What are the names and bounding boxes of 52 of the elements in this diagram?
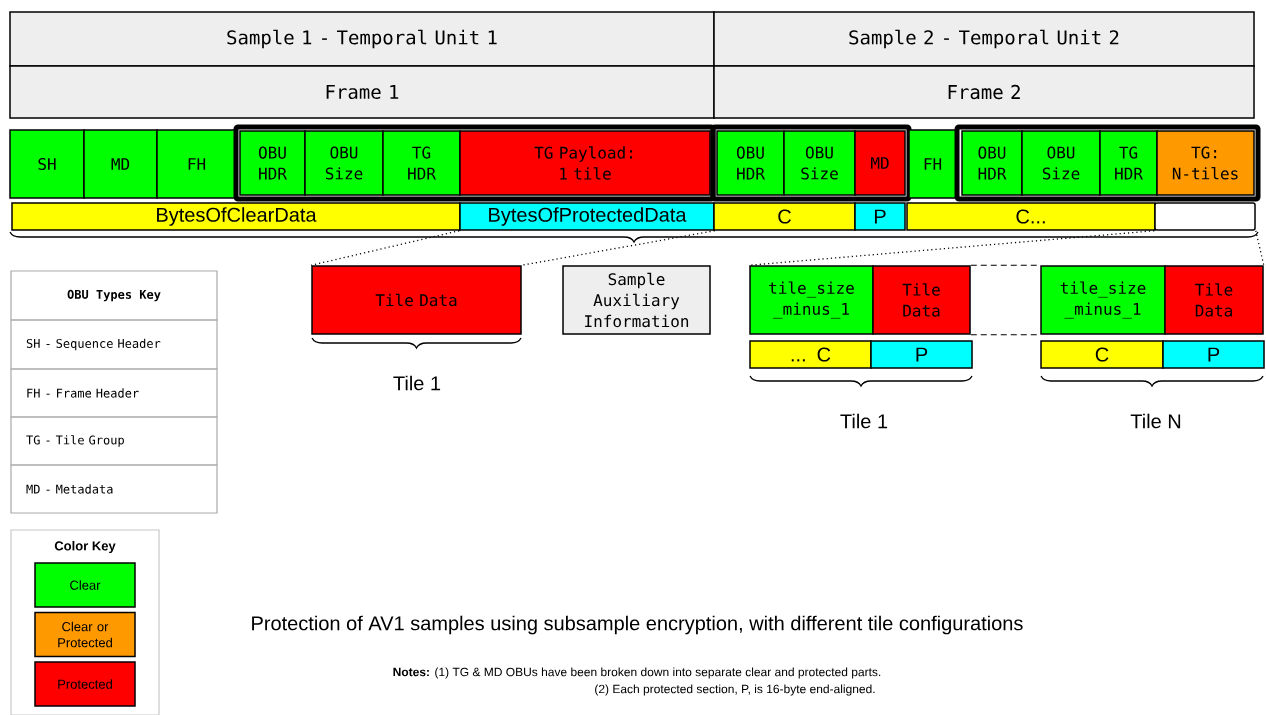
field-box: OBU HDR xyxy=(716,130,785,196)
note: (2) Each protected section, P, is 16-byte end-aligned. xyxy=(595,684,875,696)
zoom-line xyxy=(748,230,1155,266)
group-outline xyxy=(710,124,912,202)
field-box: Frame 2 xyxy=(713,65,1255,119)
note: Notes: (1) TG & MD OBUs have been broken down into separate clear and protected parts. xyxy=(393,667,881,679)
tile-label: Tile 1 xyxy=(393,375,441,391)
table-cell: SH - Sequence Header xyxy=(10,319,218,370)
table-cell: FH - Frame Header xyxy=(10,368,218,418)
tile-label: Tile 1 xyxy=(840,413,888,429)
field-box: Tile Data xyxy=(311,265,522,335)
group-outline xyxy=(954,124,1261,202)
byte-range-box: P xyxy=(1162,340,1265,369)
byte-range-box: C... xyxy=(906,202,1156,231)
field-box: FH xyxy=(156,129,237,199)
field-box: MD xyxy=(83,129,158,199)
field-box: OBU HDR xyxy=(961,130,1023,196)
field-box: SH xyxy=(9,129,85,199)
zoom-line xyxy=(521,230,716,266)
caption: Protection of AV1 samples using subsample encryption, with different tile configurations xyxy=(252,615,1023,635)
byte-range-box: BytesOfClearData xyxy=(11,202,461,231)
field-box: Tile Data xyxy=(1164,265,1264,335)
field-box: TG Payload: 1 tile xyxy=(459,130,711,196)
byte-range-box: C xyxy=(1040,340,1164,369)
byte-range-box: P xyxy=(854,202,906,231)
field-box: Sample Auxiliary Information xyxy=(562,265,711,335)
field-box: Tile Data xyxy=(872,265,971,335)
byte-range-box: ... C xyxy=(749,340,872,369)
field-box: tile_size _minus_1 xyxy=(1040,265,1166,335)
tile-label: Tile N xyxy=(1130,413,1181,429)
table-cell: TG - Tile Group xyxy=(10,416,218,466)
field-box: OBU HDR xyxy=(239,130,306,196)
field-box: TG HDR xyxy=(1099,130,1158,196)
field-box: TG HDR xyxy=(382,130,461,196)
byte-range-box: P xyxy=(870,340,973,369)
field-box: Frame 1 xyxy=(9,65,715,119)
zoom-line xyxy=(1255,230,1265,266)
field-box: OBU Size xyxy=(304,130,384,196)
zoom-line xyxy=(310,230,460,266)
byte-range-box: BytesOfProtectedData xyxy=(459,202,715,231)
legend-title: Color Key xyxy=(54,540,116,554)
field-box: tile_size _minus_1 xyxy=(749,265,874,335)
field-box: FH xyxy=(908,129,957,199)
field-box: OBU Size xyxy=(783,130,856,196)
field-box: TG: N-tiles xyxy=(1156,130,1255,196)
field-box: OBU Size xyxy=(1021,130,1101,196)
table-cell: MD - Metadata xyxy=(10,464,218,514)
field-box: Sample 1 - Temporal Unit 1 xyxy=(9,11,715,67)
byte-range-box: C xyxy=(713,202,856,231)
table-header-cell: OBU Types Key xyxy=(10,270,218,321)
field-box: Sample 2 - Temporal Unit 2 xyxy=(713,11,1255,67)
field-box: MD xyxy=(854,130,906,196)
